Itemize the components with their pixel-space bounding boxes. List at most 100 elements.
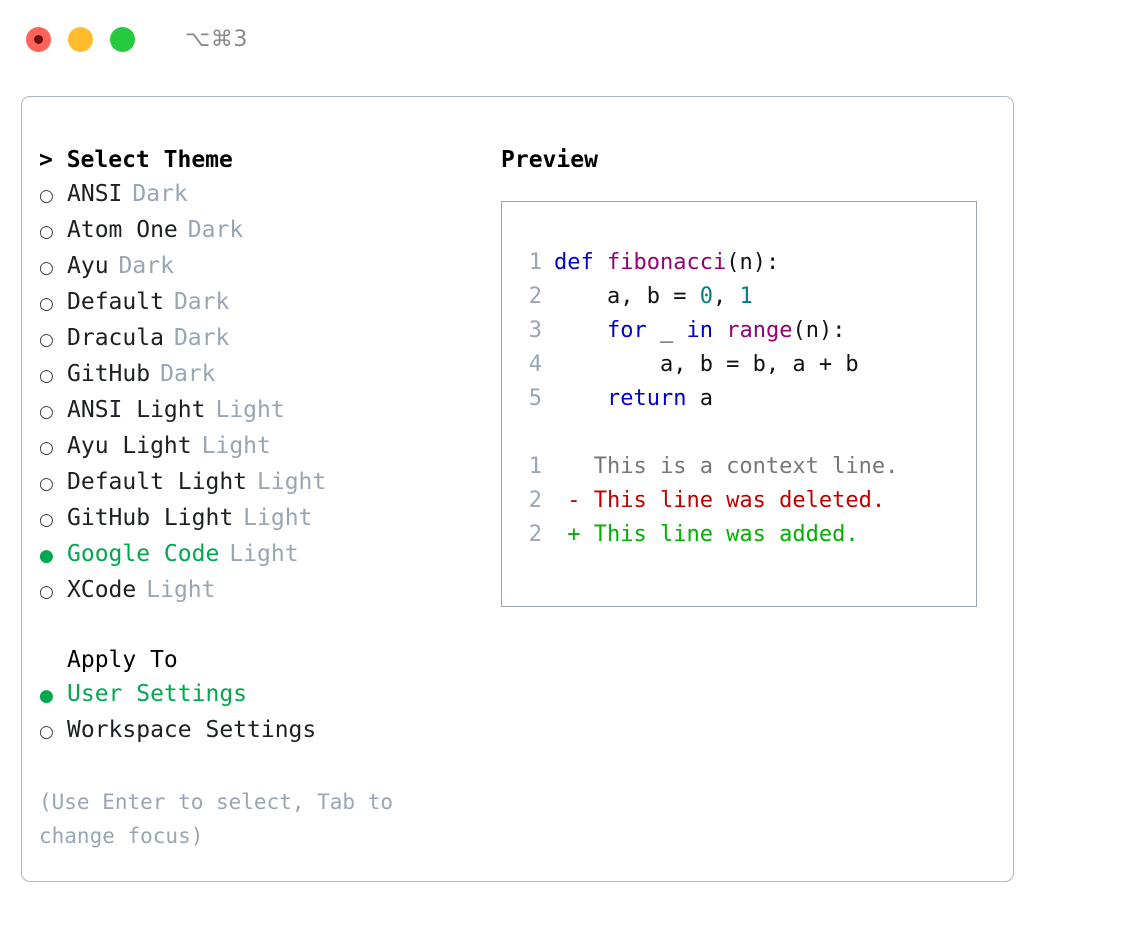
theme-item-tag: Dark	[187, 217, 244, 243]
apply-to-item-workspace-settings[interactable]: ○ Workspace Settings	[39, 713, 490, 749]
code-diff-gap	[520, 416, 976, 450]
diff-line-content: This is a context line.	[554, 450, 899, 484]
radio-unselected-icon: ○	[39, 258, 54, 278]
code-line-content: a, b = b, a + b	[554, 348, 859, 382]
theme-item-label: ANSI	[67, 181, 123, 207]
code-line: 4 a, b = b, a + b	[520, 348, 976, 382]
line-number: 1	[528, 454, 542, 479]
token-pl: a, b =	[554, 284, 700, 309]
token-num: 1	[739, 284, 753, 309]
diff-line: 2 + This line was added.	[520, 518, 976, 552]
token-kw: return	[606, 386, 687, 411]
token-pl: a	[686, 386, 713, 411]
apply-to-item-user-settings[interactable]: ● User Settings	[39, 677, 490, 713]
radio-unselected-icon: ○	[39, 186, 54, 206]
theme-item-tag: Light	[257, 469, 327, 495]
theme-item-label: Google Code	[67, 541, 220, 567]
code-line: 5 return a	[520, 382, 976, 416]
theme-item-ayu[interactable]: ○ Ayu Dark	[39, 249, 490, 285]
apply-to-item-label: Workspace Settings	[67, 717, 317, 743]
title-bar: ⌥⌘3	[0, 0, 1140, 78]
minimize-button[interactable]	[68, 26, 93, 52]
theme-item-tag: Dark	[118, 253, 174, 279]
theme-item-label: GitHub Light	[67, 505, 234, 531]
diff-line-content: + This line was added.	[554, 518, 859, 552]
theme-item-tag: Dark	[160, 361, 216, 387]
theme-item-label: ANSI Light	[67, 397, 206, 423]
line-number: 4	[528, 352, 542, 377]
token-pl: (n):	[792, 318, 846, 343]
diff-line-content: - This line was deleted.	[554, 484, 885, 518]
line-number: 2	[528, 284, 542, 309]
theme-item-tag: Light	[215, 397, 285, 423]
token-fn: fibonacci	[606, 250, 727, 275]
token-pl: _	[646, 318, 687, 343]
token-pl	[713, 318, 726, 343]
radio-unselected-icon: ○	[39, 294, 54, 314]
code-line-content: a, b = 0, 1	[554, 280, 753, 314]
radio-unselected-icon: ○	[39, 330, 54, 350]
theme-item-ansi[interactable]: ○ ANSI Dark	[39, 177, 490, 213]
line-number: 2	[528, 488, 542, 513]
theme-item-tag: Light	[229, 541, 299, 567]
apply-to-item-label: User Settings	[67, 681, 248, 707]
token-fn: range	[726, 318, 793, 343]
theme-item-label: Ayu	[67, 253, 109, 279]
theme-item-label: Ayu Light	[67, 433, 192, 459]
code-line-content: for _ in range(n):	[554, 314, 845, 348]
radio-unselected-icon: ○	[39, 402, 54, 422]
maximize-button[interactable]	[110, 26, 135, 52]
token-pl: a, b = b, a + b	[554, 352, 859, 377]
code-line-content: return a	[554, 382, 713, 416]
radio-unselected-icon: ○	[39, 474, 54, 494]
theme-item-tag: Dark	[173, 289, 230, 315]
token-del: - This line was deleted.	[554, 488, 886, 513]
code-line: 2 a, b = 0, 1	[520, 280, 976, 314]
radio-unselected-icon: ○	[39, 722, 54, 742]
token-pl: ,	[712, 284, 740, 309]
window-controls	[26, 26, 135, 52]
line-number: 1	[528, 250, 542, 275]
radio-unselected-icon: ○	[39, 438, 54, 458]
line-number: 5	[528, 386, 542, 411]
theme-item-tag: Dark	[132, 181, 188, 207]
preview-heading: Preview	[501, 147, 598, 173]
theme-item-ansi-light[interactable]: ○ ANSI Light Light	[39, 393, 490, 429]
token-kw: for	[606, 318, 647, 343]
radio-unselected-icon: ○	[39, 366, 54, 386]
diff-sample: 1 This is a context line. 2 - This line w…	[520, 450, 976, 552]
radio-selected-icon: ●	[39, 686, 54, 706]
theme-item-label: XCode	[67, 577, 137, 603]
theme-item-default[interactable]: ○ Default Dark	[39, 285, 490, 321]
select-theme-heading: > Select Theme	[39, 147, 233, 173]
screenshot-shortcut-label: ⌥⌘3	[185, 26, 248, 52]
radio-unselected-icon: ○	[39, 582, 54, 602]
code-line: 3 for _ in range(n):	[520, 314, 976, 348]
radio-unselected-icon: ○	[39, 510, 54, 530]
token-pl	[554, 318, 607, 343]
token-add: + This line was added.	[554, 522, 859, 547]
apply-to-list[interactable]: ● User Settings ○ Workspace Settings	[39, 677, 490, 749]
token-ctx: This is a context line.	[554, 454, 899, 479]
theme-item-tag: Dark	[173, 325, 230, 351]
token-kw: in	[686, 318, 713, 343]
close-button[interactable]	[26, 26, 51, 52]
theme-item-label: Default	[67, 289, 164, 315]
line-number: 3	[528, 318, 542, 343]
